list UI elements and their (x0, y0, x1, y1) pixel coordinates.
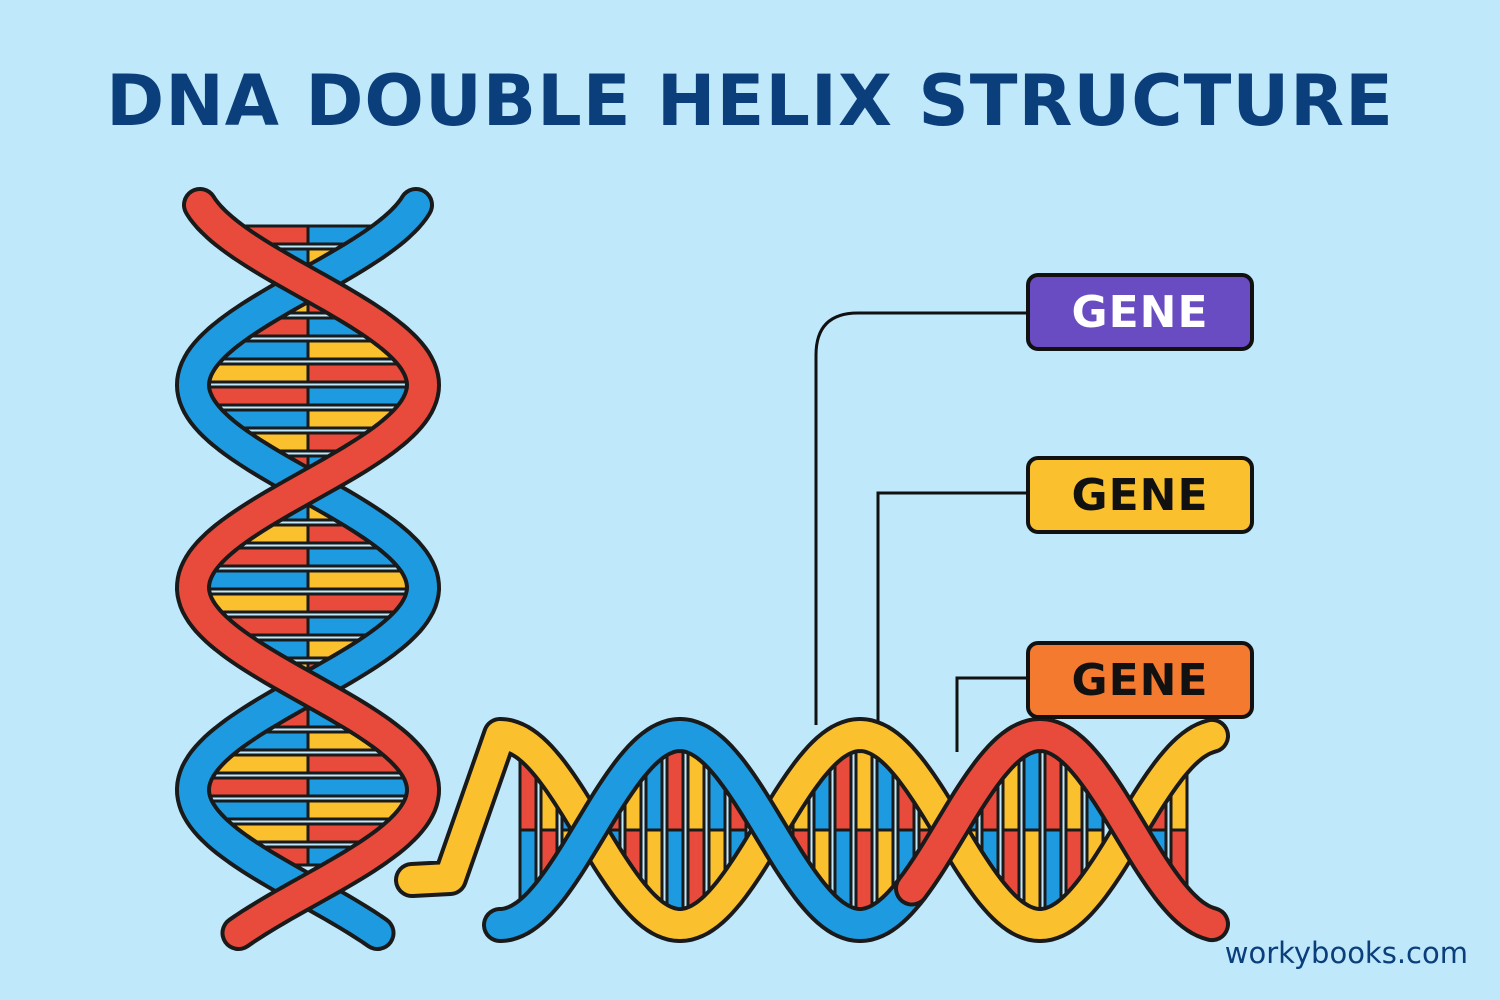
base-pair-top (665, 741, 685, 832)
gene-label-yellow: GENE (1026, 456, 1254, 534)
base-pair-left (200, 569, 310, 591)
base-pair-bottom (665, 828, 685, 919)
gene-label-text: GENE (1071, 654, 1209, 706)
base-pair-left (199, 776, 310, 798)
horizontal-strand-yellow (398, 721, 1226, 939)
leader-line-1 (814, 311, 1028, 725)
horizontal-helix (394, 717, 1230, 943)
leader-lines (814, 311, 1028, 752)
gene-label-purple: GENE (1026, 273, 1254, 351)
vertical-helix (175, 187, 441, 951)
gene-label-text: GENE (1071, 286, 1209, 338)
page-title: DNA DOUBLE HELIX STRUCTURE (106, 60, 1394, 142)
base-pair-right (306, 385, 415, 407)
horizontal-strand-red (898, 721, 1226, 939)
horizontal-strand-blue (486, 721, 926, 939)
horizontal-strands (394, 717, 1230, 943)
base-pair-left (201, 385, 310, 407)
vertical-strand-red (179, 191, 437, 947)
base-pair-top (854, 741, 874, 832)
gene-label-text: GENE (1071, 469, 1209, 521)
vertical-strands (175, 187, 441, 951)
base-pair-right (306, 569, 416, 591)
base-pair-bottom (854, 828, 874, 919)
gene-label-orange: GENE (1026, 641, 1254, 719)
base-pair-right (306, 776, 417, 798)
leader-line-3 (955, 676, 1028, 752)
footer-credit: workybooks.com (1224, 936, 1468, 970)
vertical-strand-blue (179, 191, 437, 947)
leader-line-2 (876, 491, 1028, 752)
